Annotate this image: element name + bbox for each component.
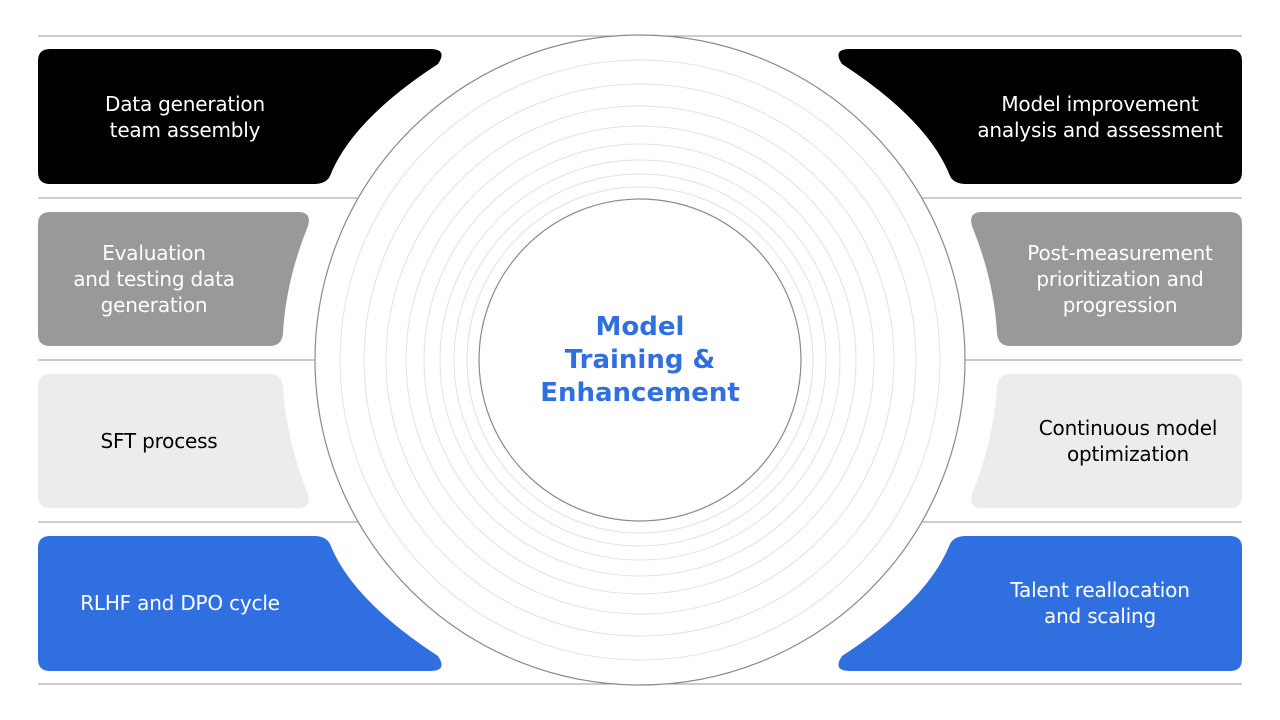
step-card-continuous-optimization[interactable]	[971, 374, 1242, 508]
decorative-ring	[439, 159, 841, 561]
step-card-data-generation[interactable]	[38, 49, 442, 184]
step-label-left-2: Evaluation and testing data generation	[73, 241, 235, 317]
step-label-left-4: RLHF and DPO cycle	[80, 591, 280, 615]
step-label-right-2: Post-measurement prioritization and prog…	[1027, 241, 1213, 317]
step-card-talent-reallocation[interactable]	[838, 536, 1242, 671]
center-circle	[478, 198, 802, 522]
decorative-ring	[385, 105, 895, 615]
decorative-ring	[363, 83, 917, 637]
decorative-ring	[466, 186, 814, 534]
decorative-ring	[453, 173, 827, 547]
step-card-rlhf[interactable]	[38, 536, 442, 671]
step-label-right-4: Talent reallocation and scaling	[1010, 578, 1190, 628]
step-label-right-1: Model improvement analysis and assessmen…	[977, 92, 1223, 142]
center-title: Model Training & Enhancement	[540, 311, 740, 408]
step-card-model-improvement[interactable]	[838, 49, 1242, 184]
inner-rings	[339, 59, 941, 661]
step-card-post-measurement[interactable]	[971, 212, 1242, 346]
step-label-left-1: Data generation team assembly	[105, 92, 265, 142]
step-card-sft[interactable]	[38, 374, 309, 508]
step-card-evaluation[interactable]	[38, 212, 309, 346]
decorative-ring	[405, 125, 875, 595]
decorative-ring	[339, 59, 941, 661]
step-label-right-3: Continuous model optimization	[1038, 416, 1218, 466]
step-label-left-3: SFT process	[100, 429, 218, 453]
decorative-ring	[423, 143, 857, 577]
